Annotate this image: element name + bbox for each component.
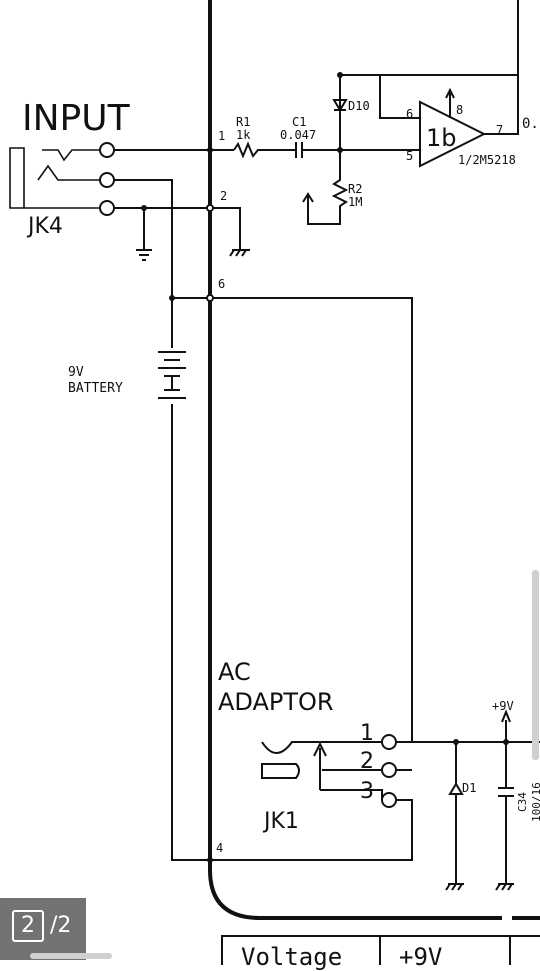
jk1-pin2-label: 2	[360, 749, 374, 774]
jk1-label: JK1	[262, 809, 299, 834]
r2-name: R2	[348, 182, 362, 196]
jk1-pin3-label: 3	[360, 779, 374, 804]
battery-line1: 9V	[68, 365, 84, 380]
horizontal-scroll-indicator[interactable]	[30, 953, 112, 959]
opamp-part: 1/2M5218	[458, 153, 516, 167]
d10-label: D10	[348, 99, 370, 113]
pin-v: 8	[456, 103, 463, 117]
sleeve-wire	[114, 207, 241, 250]
node-6-label: 6	[218, 277, 225, 291]
c1-capacitor	[290, 142, 340, 158]
ac-line1: AC	[218, 658, 251, 686]
c34-capacitor	[498, 720, 514, 884]
page-indicator[interactable]: 2 /2	[0, 898, 86, 960]
r1-name: R1	[236, 115, 250, 129]
d10-diode	[332, 75, 348, 150]
d1-label: D1	[462, 781, 476, 795]
node-1-label: 1	[218, 129, 225, 143]
main-ground-bus	[208, 0, 540, 920]
ground-symbol-2	[229, 249, 250, 257]
node-1-dot	[207, 147, 213, 153]
jk4-pin-sleeve	[99, 200, 115, 216]
junction-d10	[337, 72, 343, 78]
out-label: 0.	[522, 116, 539, 132]
r1-value: 1k	[236, 128, 251, 142]
plus9v-column-header: +9V	[399, 943, 443, 971]
voltage-table: Voltage +9V	[221, 935, 540, 971]
node-4-dot	[207, 857, 213, 863]
opamp-vplus	[445, 87, 455, 118]
pin-out: 7	[496, 123, 503, 137]
node-6-dot	[206, 294, 214, 302]
opamp-minus-wire	[379, 75, 420, 119]
node-2-dot	[206, 204, 214, 212]
ground-symbol-1	[136, 208, 152, 261]
ring-wire	[114, 179, 173, 348]
opamp-label: 1b	[426, 124, 457, 152]
r1-resistor	[233, 141, 290, 159]
current-page-number: 2	[21, 913, 35, 938]
r2-arrow	[302, 192, 314, 203]
jk4-pin-ring	[99, 172, 115, 188]
jk1-socket	[261, 740, 310, 754]
ground-symbol-d1	[445, 883, 464, 891]
r2-value: 1M	[348, 195, 362, 209]
c1-value: 0.047	[280, 128, 316, 142]
battery-negative-wire	[171, 376, 210, 861]
c1-name: C1	[292, 115, 306, 129]
c34-name: C34	[516, 792, 529, 812]
pin-plus: 5	[406, 149, 413, 163]
jk1-contact-arrow	[313, 741, 327, 790]
jk1-pin1-label: 1	[360, 721, 374, 746]
jk1-pin2	[381, 762, 397, 778]
voltage-table-cell-1: Voltage	[223, 937, 381, 971]
jk4-pin-tip	[99, 142, 115, 158]
plus9v-label: +9V	[492, 699, 514, 713]
opamp-triangle	[419, 100, 487, 168]
jk4-label: JK4	[26, 214, 63, 239]
jack-ring	[37, 164, 100, 181]
c34-value: 100/16	[530, 782, 540, 822]
ac-line2: ADAPTOR	[218, 688, 334, 716]
node-6-wire	[172, 297, 413, 742]
pin-minus: 6	[406, 107, 413, 121]
voltage-table-cell-2: +9V	[381, 937, 511, 971]
node-2-label: 2	[220, 189, 227, 203]
pin3-to-node4	[210, 799, 413, 861]
plus9v-arrow	[501, 709, 511, 723]
total-pages: /2	[50, 913, 72, 938]
jack-tip	[42, 149, 100, 162]
battery-line2: BATTERY	[68, 381, 123, 396]
r2-resistor	[307, 150, 349, 225]
junction-sleeve	[141, 205, 147, 211]
voltage-column-header: Voltage	[241, 943, 343, 971]
jk1-pin3	[381, 792, 397, 808]
jk1-pin1	[381, 734, 397, 750]
jk1-plug	[261, 763, 300, 779]
jack-sleeve	[9, 147, 25, 209]
vertical-scrollbar[interactable]	[532, 570, 539, 760]
current-page-box	[12, 910, 44, 942]
ground-symbol-c34	[495, 883, 514, 891]
input-title: INPUT	[22, 98, 131, 139]
d1-diode	[448, 742, 464, 884]
node-4-label: 4	[216, 841, 223, 855]
battery-symbol	[158, 351, 186, 399]
